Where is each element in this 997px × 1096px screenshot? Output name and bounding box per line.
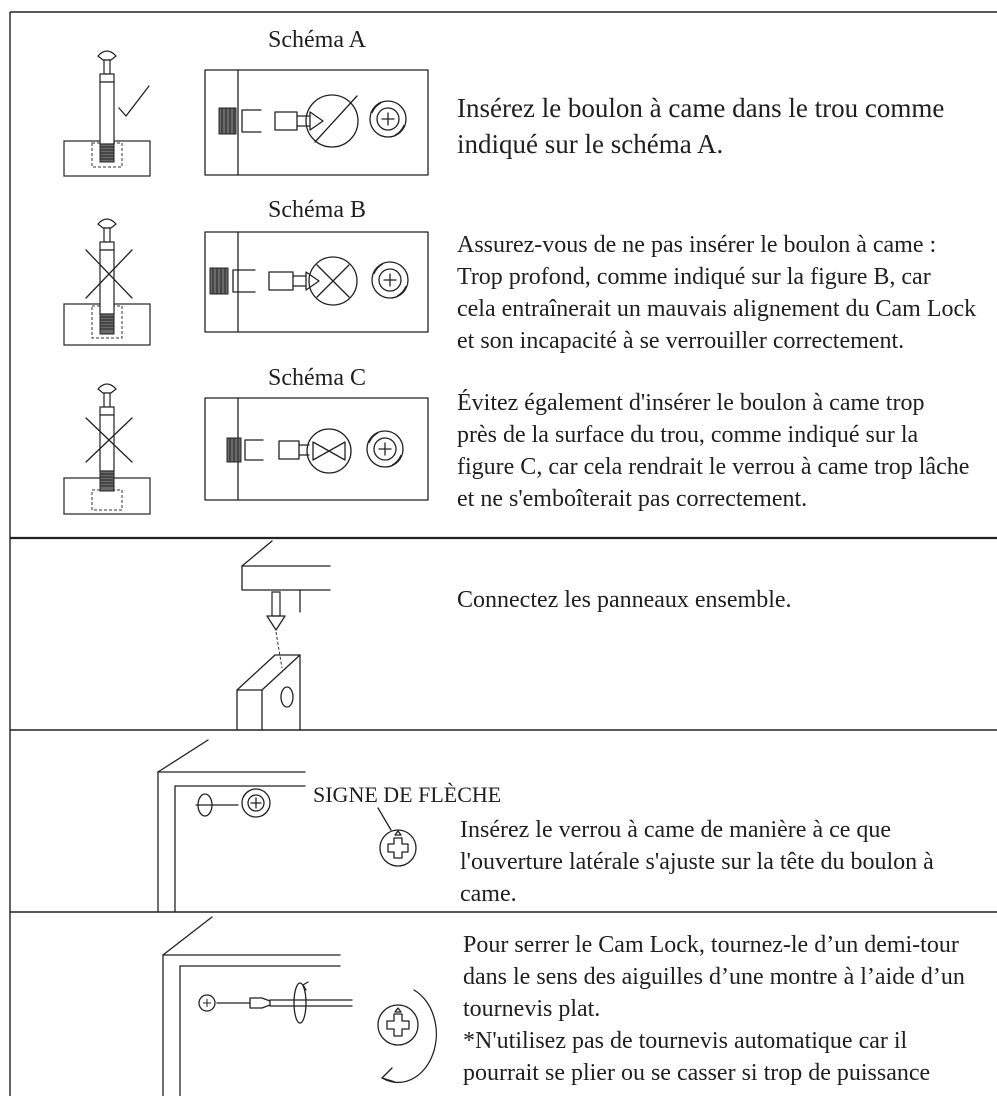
cam-lock-icon: [366, 430, 404, 468]
panel-hole: [280, 686, 294, 708]
cam-lock-icon: [241, 788, 271, 818]
arrow-sign-icon: [379, 829, 417, 867]
schema-b-diagram: [204, 231, 429, 333]
panels-connect-figure: [236, 540, 331, 731]
instruction-line: came.: [460, 881, 517, 907]
schema-b-label: Schéma B: [268, 197, 366, 223]
instruction-line: et ne s'emboîterait pas correctement.: [457, 486, 808, 512]
instruction-line: tournevis plat.: [463, 996, 601, 1022]
schema-b-instructions: Assurez-vous de ne pas insérer le boulon…: [457, 229, 976, 357]
clockwise-arrow-icon: [381, 989, 437, 1084]
instruction-line: cela entraînerait un mauvais alignement …: [457, 296, 977, 322]
schema-c-instructions: Évitez également d'insérer le boulon à c…: [457, 387, 969, 515]
check-mark-icon: [118, 85, 150, 117]
insert-cam-lock-instructions: Insérez le verrou à came de manière à ce…: [460, 814, 934, 910]
instruction-line: Insérez le boulon à came dans le trou co…: [457, 93, 945, 123]
cross-mark-icon: [316, 264, 350, 298]
bolt-correct-depth-figure: [63, 50, 151, 177]
instruction-line: Insérez le verrou à came de manière à ce…: [460, 817, 892, 843]
tighten-cam-lock-figure: [162, 916, 437, 1096]
instruction-line: Évitez également d'insérer le boulon à c…: [457, 390, 925, 416]
cross-mark-icon: [312, 441, 346, 461]
schema-a-instructions: Insérez le boulon à came dans le trou co…: [457, 90, 944, 162]
instruction-line: Trop profond, comme indiqué sur la figur…: [457, 264, 931, 290]
arrow-sign-label: SIGNE DE FLÈCHE: [313, 782, 502, 807]
schema-c-diagram: [204, 397, 429, 501]
instruction-line: l'ouverture latérale s'ajuste sur la têt…: [460, 849, 934, 875]
schema-a-diagram: [204, 69, 429, 176]
bolt-too-deep-figure: [63, 218, 151, 346]
cam-lock-icon: [371, 261, 409, 299]
bolt-too-shallow-figure: [63, 383, 151, 515]
cam-lock-icon: [198, 994, 216, 1012]
instruction-line: figure C, car cela rendrait le verrou à …: [457, 454, 970, 480]
connect-panels-instructions: Connectez les panneaux ensemble.: [457, 584, 792, 616]
cam-bolt-icon: [266, 591, 286, 669]
warning-line: *N'utilisez pas de tournevis automatique…: [463, 1028, 908, 1054]
arrow-sign-icon: [377, 1004, 419, 1046]
screwdriver-icon: [216, 981, 353, 1024]
instruction-line: et son incapacité à se verrouiller corre…: [457, 328, 905, 354]
instruction-line: Assurez-vous de ne pas insérer le boulon…: [457, 232, 937, 258]
warning-line: pourrait se plier ou se casser si trop d…: [463, 1060, 931, 1086]
instruction-line: Pour serrer le Cam Lock, tournez-le d’un…: [463, 932, 959, 958]
arrow-sign-leader: [377, 807, 392, 831]
tighten-cam-lock-instructions: Pour serrer le Cam Lock, tournez-le d’un…: [463, 929, 965, 1089]
cam-lock-icon: [369, 100, 407, 138]
schema-c-label: Schéma C: [268, 365, 366, 391]
instruction-line: près de la surface du trou, comme indiqu…: [457, 422, 919, 448]
insert-cam-lock-figure: [157, 739, 417, 913]
instruction-line: dans le sens des aiguilles d’une montre …: [463, 964, 965, 990]
cross-mark-icon: [85, 249, 133, 299]
cross-mark-icon: [85, 417, 133, 463]
instruction-line: indiqué sur le schéma A.: [457, 129, 724, 159]
schema-a-label: Schéma A: [268, 27, 366, 53]
bolt-head-icon: [197, 793, 213, 817]
instruction-line: Connectez les panneaux ensemble.: [457, 587, 792, 613]
